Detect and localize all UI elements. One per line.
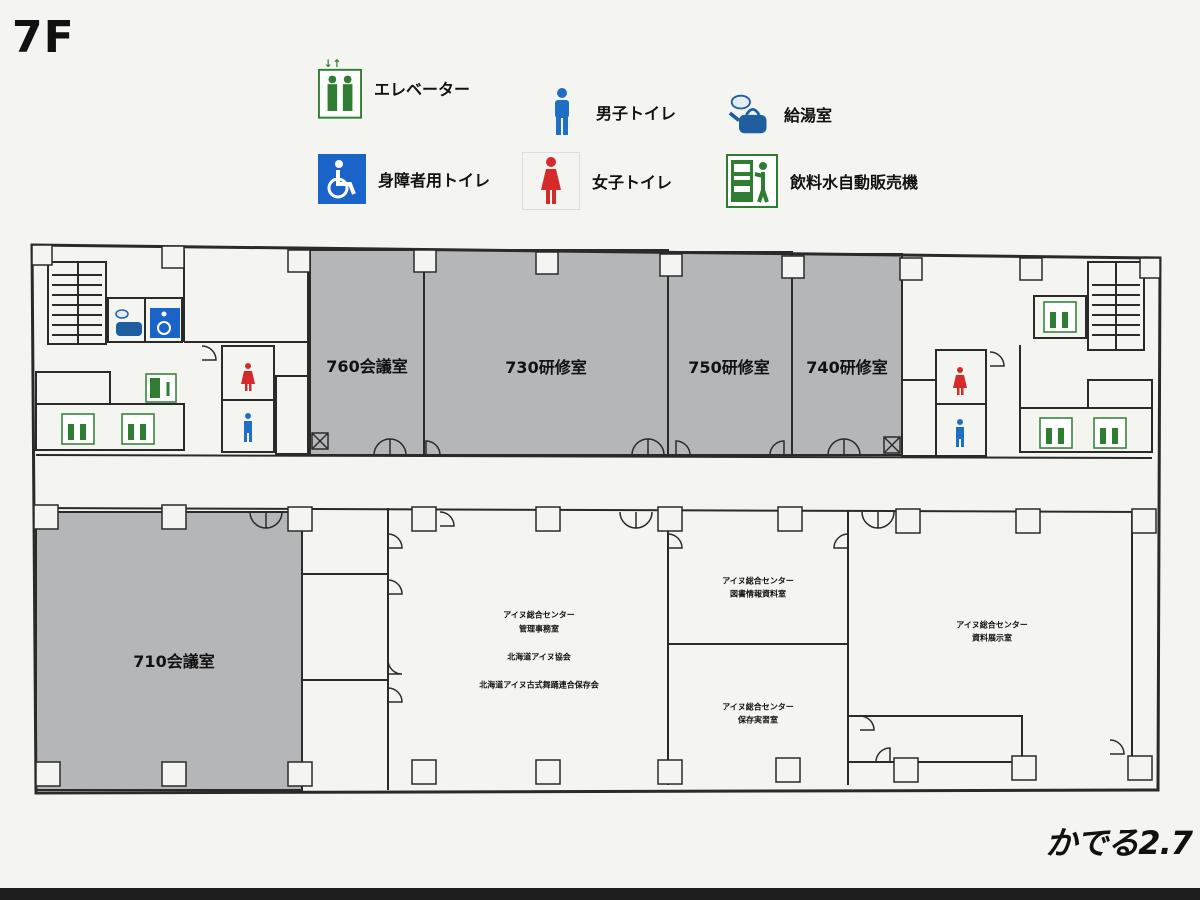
storage-label-2: 保存実習室 bbox=[738, 715, 778, 725]
map-kettle-icon bbox=[115, 309, 142, 336]
monitor-bezel bbox=[0, 888, 1200, 900]
library-label-2: 図書情報資料室 bbox=[730, 589, 786, 599]
map-accessible-toilet-icon bbox=[150, 308, 180, 338]
room-710-label: 710会議室 bbox=[133, 652, 215, 671]
ainu-office-label-2: 管理事務室 bbox=[519, 624, 559, 634]
kettle-icon bbox=[728, 92, 772, 136]
ainu-office-label-1: アイヌ総合センター bbox=[503, 610, 575, 620]
legend-vending-machine: 飲料水自動販売機 bbox=[726, 154, 918, 208]
corridor-top-wall bbox=[35, 454, 1153, 459]
doors bbox=[201, 345, 1125, 763]
corridor-bottom-wall bbox=[35, 507, 1153, 513]
exhibit-label-1: アイヌ総合センター bbox=[956, 620, 1028, 630]
outer-wall bbox=[30, 243, 1162, 795]
map-womens-toilet-icon-left bbox=[241, 363, 255, 391]
mens-toilet-icon bbox=[540, 88, 584, 135]
floor-label: 7F bbox=[12, 12, 75, 63]
ainu-office-label-4: 北海道アイヌ古式舞踊連合保存会 bbox=[479, 680, 599, 690]
exhibit-label-2: 資料展示室 bbox=[972, 633, 1012, 643]
legend-kitchenette-label: 給湯室 bbox=[784, 106, 833, 125]
room-750-label: 750研修室 bbox=[688, 358, 770, 377]
map-elevator-icon-5 bbox=[1093, 417, 1127, 449]
library-label-1: アイヌ総合センター bbox=[722, 576, 794, 586]
room-740-label: 740研修室 bbox=[806, 358, 888, 377]
map-vending-machine-icon bbox=[145, 373, 177, 403]
map-elevator-icon-4 bbox=[1039, 417, 1073, 449]
svg-text:↓↑: ↓↑ bbox=[324, 58, 342, 70]
storage-label-1: アイヌ総合センター bbox=[722, 702, 794, 712]
vending-machine-icon bbox=[726, 154, 778, 208]
legend-vending-machine-label: 飲料水自動販売機 bbox=[790, 173, 919, 192]
legend-kitchenette: 給湯室 bbox=[728, 92, 832, 136]
map-mens-toilet-icon-right bbox=[956, 419, 964, 447]
room-730-label: 730研修室 bbox=[505, 358, 587, 377]
room-730 bbox=[423, 249, 669, 456]
left-elevator-bank bbox=[35, 403, 185, 451]
right-elevator-bank bbox=[1019, 407, 1153, 453]
elevator-icon: ↓↑ bbox=[318, 58, 362, 119]
womens-toilet-icon bbox=[522, 152, 580, 210]
legend-elevator: ↓↑ エレベーター bbox=[318, 58, 471, 119]
map-elevator-icon-1 bbox=[61, 413, 95, 445]
legend-accessible-toilet: 身障者用トイレ bbox=[318, 154, 490, 204]
room-740 bbox=[791, 253, 903, 456]
room-760-label: 760会議室 bbox=[326, 357, 408, 376]
room-710 bbox=[35, 511, 303, 791]
map-mens-toilet-icon-left bbox=[244, 413, 252, 442]
legend-womens-toilet: 女子トイレ bbox=[522, 152, 672, 210]
wheelchair-icon bbox=[318, 154, 366, 204]
map-elevator-icon-3 bbox=[1043, 301, 1077, 333]
columns bbox=[31, 244, 1161, 787]
room-750 bbox=[667, 251, 793, 456]
room-760 bbox=[309, 249, 425, 456]
map-womens-toilet-icon-right bbox=[953, 367, 967, 395]
legend-womens-toilet-label: 女子トイレ bbox=[592, 173, 673, 192]
legend-accessible-toilet-label: 身障者用トイレ bbox=[378, 171, 491, 190]
legend-mens-toilet-label: 男子トイレ bbox=[596, 104, 677, 123]
legend-mens-toilet: 男子トイレ bbox=[540, 88, 677, 135]
map-elevator-icon-2 bbox=[121, 413, 155, 445]
legend-elevator-label: エレベーター bbox=[374, 80, 471, 99]
ainu-office-label-3: 北海道アイヌ協会 bbox=[507, 652, 571, 662]
logo: かでる2.7 bbox=[1045, 824, 1193, 862]
